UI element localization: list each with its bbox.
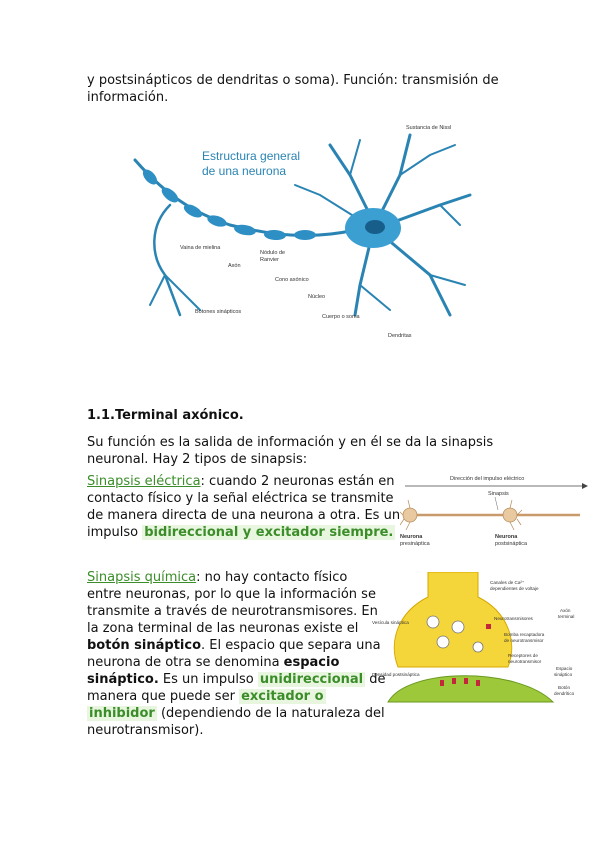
highlight-excitador: excitador o (239, 689, 326, 704)
intro-line-1: y postsinápticos de dendritas o soma). F… (87, 73, 499, 88)
section-para-1: Su función es la salida de información y… (87, 435, 494, 450)
electrical-term-link[interactable]: Sinapsis eléctrica (87, 474, 201, 489)
chemical-line-7: sináptico. Es un impulso unidireccional … (87, 671, 386, 688)
chemical-line-8: manera que puede ser excitador o (87, 688, 326, 705)
chemical-text-1: : no hay contacto físico (196, 570, 348, 585)
dendritic-1: Botón (558, 685, 570, 690)
pre-label-2: presináptica (400, 541, 431, 547)
chemical-line-6: neurona de otra se denomina espacio (87, 654, 339, 671)
chemical-text-9: manera que puede ser (87, 689, 235, 704)
chemical-line-2: entre neuronas, por lo que la informació… (87, 587, 376, 602)
axon-terminal-2: terminal (558, 614, 574, 619)
density-label: Densidad postsináptica (372, 672, 420, 677)
post-label-1: Neurona (495, 534, 518, 540)
chemical-text-5: . El espacio que separa una (201, 638, 381, 653)
neurotransmitters-label: Neurotransmisores (494, 616, 534, 621)
highlight-unidireccional: unidireccional (257, 672, 366, 687)
neuron-title-1: Estructura general (202, 149, 300, 163)
electrical-synapse-figure: Dirección del impulso eléctrico Sinapsis… (400, 476, 588, 547)
space-2: sináptico (554, 672, 573, 677)
chemical-synapse-figure: Canales de Ca²⁺ dependientes de voltaje … (372, 572, 575, 703)
receptors-2: neurotransmisor (508, 659, 542, 664)
chemical-text-8: de (365, 672, 386, 687)
label-nucleus: Núcleo (308, 294, 325, 300)
highlight-inhibidor: inhibidor (87, 706, 157, 721)
neuron-title-2: de una neurona (202, 164, 286, 178)
bold-espacio: espacio (283, 655, 340, 670)
pre-label-1: Neurona (400, 534, 423, 540)
bold-boton-sinaptico: botón sináptico (87, 638, 201, 653)
electrical-text-1: : cuando 2 neuronas están en (200, 474, 395, 489)
chemical-term-link[interactable]: Sinapsis química (87, 570, 197, 585)
chemical-line-9: inhibidor (dependiendo de la naturaleza … (87, 705, 385, 722)
vesicle-label: Vesícula sináptica (372, 620, 409, 625)
chemical-line-5: botón sináptico. El espacio que separa u… (87, 637, 381, 654)
dendritic-2: dendrítico (554, 691, 575, 696)
ca-channels-1: Canales de Ca²⁺ (490, 580, 525, 585)
post-label-2: postsináptica (495, 541, 528, 547)
label-terminal-buttons: Botones sinápticos (195, 309, 241, 315)
electrical-highlight: bidireccional y excitador siempre. (142, 525, 396, 540)
label-ranvier-2: Ranvier (260, 257, 279, 263)
label-ranvier-1: Nódulo de (260, 250, 285, 256)
space-1: Espacio (556, 666, 573, 671)
direction-label: Dirección del impulso eléctrico (450, 476, 524, 482)
chemical-line-4: la zona terminal de las neuronas existe … (87, 621, 359, 636)
pump-2: de neurotransmisor (504, 638, 544, 643)
electrical-line-4: impulso bidireccional y excitador siempr… (87, 524, 396, 541)
synapse-label: Sinapsis (488, 491, 509, 497)
section-para-2: neuronal. Hay 2 tipos de sinapsis: (87, 452, 308, 467)
axon-terminal-1: Axón (560, 608, 571, 613)
label-myelin: Vaina de mielina (180, 245, 221, 251)
chemical-text-6: neurona de otra se denomina (87, 655, 280, 670)
label-nissl: Sustancia de Nissl (406, 125, 451, 131)
bold-sinaptico: sináptico. (87, 672, 159, 687)
ca-channels-2: dependientes de voltaje (490, 586, 539, 591)
chemical-line-1: Sinapsis química: no hay contacto físico (87, 569, 347, 586)
pump-1: Bomba recaptadora (504, 632, 545, 637)
electrical-line-3: de manera directa de una neurona a otra.… (87, 508, 401, 523)
chemical-text-10: (dependiendo de la naturaleza del (156, 706, 385, 721)
chemical-line-10: neurotransmisor). (87, 723, 204, 738)
electrical-text-4: impulso (87, 525, 139, 540)
label-axon-cone: Cono axónico (275, 277, 309, 283)
label-dendrites: Dendritas (388, 333, 412, 339)
chemical-line-3: transmite a través de neurotransmisores.… (87, 604, 378, 619)
electrical-line-1: Sinapsis eléctrica: cuando 2 neuronas es… (87, 473, 394, 490)
electrical-line-2: contacto físico y la señal eléctrica se … (87, 491, 394, 506)
label-axon: Axón (228, 263, 241, 269)
section-heading: 1.1.Terminal axónico. (87, 408, 244, 423)
chemical-text-7: Es un impulso (158, 672, 254, 687)
neuron-structure-figure: Estructura general de una neurona Sustan… (133, 125, 472, 339)
intro-line-2: información. (87, 90, 169, 105)
receptors-1: Receptores de (508, 653, 538, 658)
label-soma: Cuerpo o soma (322, 314, 361, 320)
